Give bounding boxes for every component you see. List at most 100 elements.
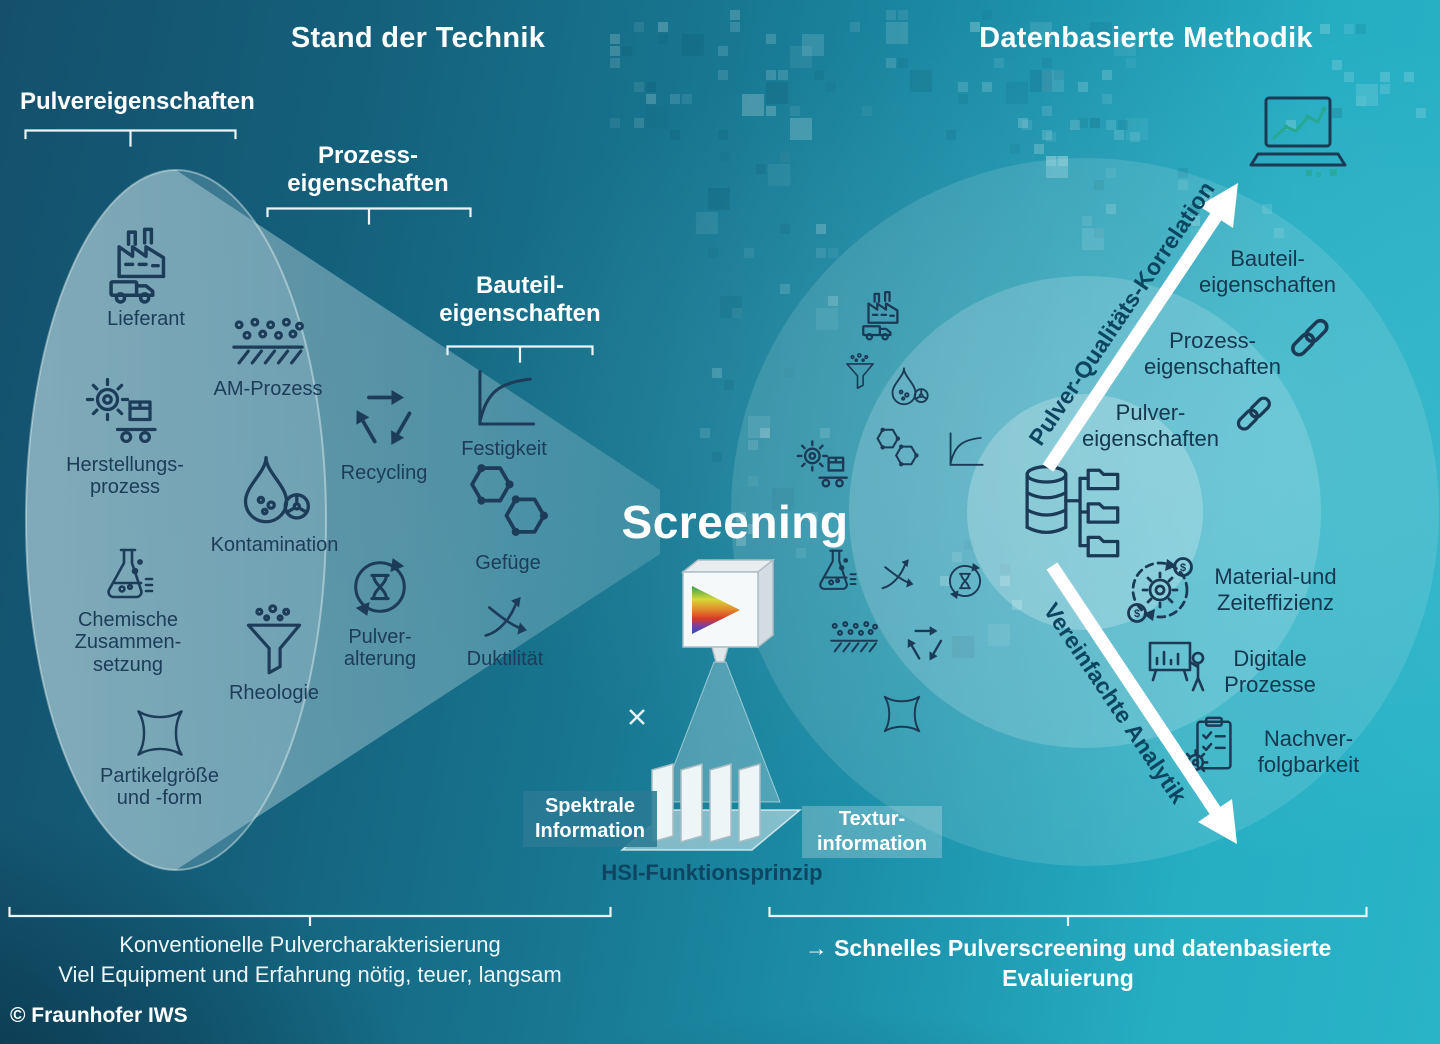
pixel-square xyxy=(646,82,656,92)
pixel-square xyxy=(744,248,754,258)
pixel-square xyxy=(610,58,620,68)
pixel-square xyxy=(1090,22,1112,44)
item-duktilitaet: Duktilität xyxy=(446,590,564,670)
pixel-square xyxy=(1356,96,1366,106)
pixel-square xyxy=(952,552,962,562)
pixel-square xyxy=(982,10,992,20)
funnel-icon xyxy=(235,602,313,680)
funnel-cone xyxy=(26,170,660,870)
pixel-square xyxy=(724,380,734,390)
pixel-square xyxy=(1262,204,1272,214)
pixel-square xyxy=(730,10,740,20)
pixel-square xyxy=(808,512,818,522)
pixel-square xyxy=(994,58,1004,68)
pixel-square xyxy=(1118,120,1128,130)
pixel-square xyxy=(682,34,704,56)
item-festigkeit: Festigkeit xyxy=(448,366,560,460)
pixel-square xyxy=(1178,180,1188,190)
item-label: Duktilität xyxy=(466,648,544,670)
pixel-square xyxy=(1404,72,1414,82)
mini-strength-curve-icon xyxy=(944,430,986,472)
item-am-prozess: AM-Prozess xyxy=(198,313,338,400)
pixel-square xyxy=(696,212,718,234)
spectral-information-box: Spektrale Information xyxy=(523,791,657,847)
pixel-square xyxy=(682,94,692,104)
pixel-square xyxy=(766,106,776,116)
item-recycling: Recycling xyxy=(328,380,440,484)
pixel-square xyxy=(850,22,860,32)
item-label: Chemische Zusammen- setzung xyxy=(74,609,182,676)
item-label: Recycling xyxy=(340,462,428,484)
pixel-square xyxy=(780,224,790,234)
pixel-square xyxy=(778,70,788,80)
pixel-square xyxy=(820,428,830,438)
footer-right-text: → Schnelles Pulverscreening und datenbas… xyxy=(804,935,1332,991)
pixel-square xyxy=(730,22,740,32)
mini-ductility-arrows-icon xyxy=(876,554,918,596)
pixel-square xyxy=(1030,70,1052,92)
pixel-square xyxy=(1010,144,1020,154)
pixel-square xyxy=(736,536,746,546)
pixel-square xyxy=(1416,108,1426,118)
pixel-square xyxy=(700,428,710,438)
pixel-square xyxy=(1102,94,1112,104)
pixel-square xyxy=(816,224,826,234)
pixel-square xyxy=(712,368,722,378)
pixel-square xyxy=(814,70,824,80)
pixel-square xyxy=(886,22,908,44)
funnel-opening xyxy=(26,170,326,870)
pixel-square xyxy=(610,46,620,56)
pixel-square xyxy=(796,548,806,558)
pixel-square xyxy=(748,524,758,534)
title-left: Stand der Technik xyxy=(290,22,546,54)
pixel-square xyxy=(634,82,644,92)
item-label: Gefüge xyxy=(475,552,541,574)
pixel-square xyxy=(732,308,742,318)
group-heading-prozesseigenschaften: Prozess- eigenschaften xyxy=(287,142,449,197)
pixel-square xyxy=(1190,204,1200,214)
powder-bed-icon xyxy=(226,313,310,376)
bracket-right-footer xyxy=(768,906,1368,926)
mini-recycle-icon xyxy=(900,620,950,670)
pixel-square xyxy=(1030,22,1052,44)
right-label-bauteileigenschaften: Bauteil- eigenschaften xyxy=(1199,246,1336,297)
flask-icon xyxy=(96,543,160,607)
ductility-arrows-icon xyxy=(477,590,533,646)
pixel-square xyxy=(970,22,980,32)
item-label: AM-Prozess xyxy=(213,378,323,400)
hsi-illustration xyxy=(619,558,803,851)
pixel-square xyxy=(718,130,728,140)
pixel-square xyxy=(982,82,992,92)
pixel-square xyxy=(634,118,644,128)
pixel-square xyxy=(1090,118,1100,128)
screening-label: Screening xyxy=(621,496,849,548)
pixel-square xyxy=(736,512,746,522)
pixel-square xyxy=(1114,130,1124,140)
pixel-square xyxy=(1106,168,1116,178)
mini-flask-icon xyxy=(810,545,862,597)
pixel-square xyxy=(1042,130,1052,140)
mini-microstructure-icon xyxy=(870,420,924,474)
chain-link-icon xyxy=(1288,316,1334,358)
pixel-square xyxy=(1078,82,1088,92)
pixel-square xyxy=(1006,82,1028,104)
bracket-pulvereigenschaften xyxy=(24,129,237,147)
pixel-square xyxy=(718,70,728,80)
pixel-square xyxy=(970,22,980,32)
pixel-square xyxy=(828,296,838,306)
pixel-square xyxy=(790,46,812,68)
pixel-square xyxy=(1042,106,1052,116)
pixel-square xyxy=(1058,156,1068,166)
pixel-square xyxy=(658,34,668,44)
pixel-square xyxy=(622,46,632,56)
chain-link-icon xyxy=(1234,394,1276,432)
pixel-square xyxy=(1000,576,1010,586)
item-gefuege: Gefüge xyxy=(452,450,564,574)
traceability-icon xyxy=(1182,714,1244,776)
pixel-square xyxy=(748,476,758,486)
item-label: Partikelgröße und -form xyxy=(100,765,219,810)
item-pulveralterung: Pulver- alterung xyxy=(326,550,434,671)
database-folders-icon xyxy=(1020,458,1134,568)
pixel-square xyxy=(1018,118,1028,128)
gear-conveyor-icon xyxy=(85,372,165,452)
